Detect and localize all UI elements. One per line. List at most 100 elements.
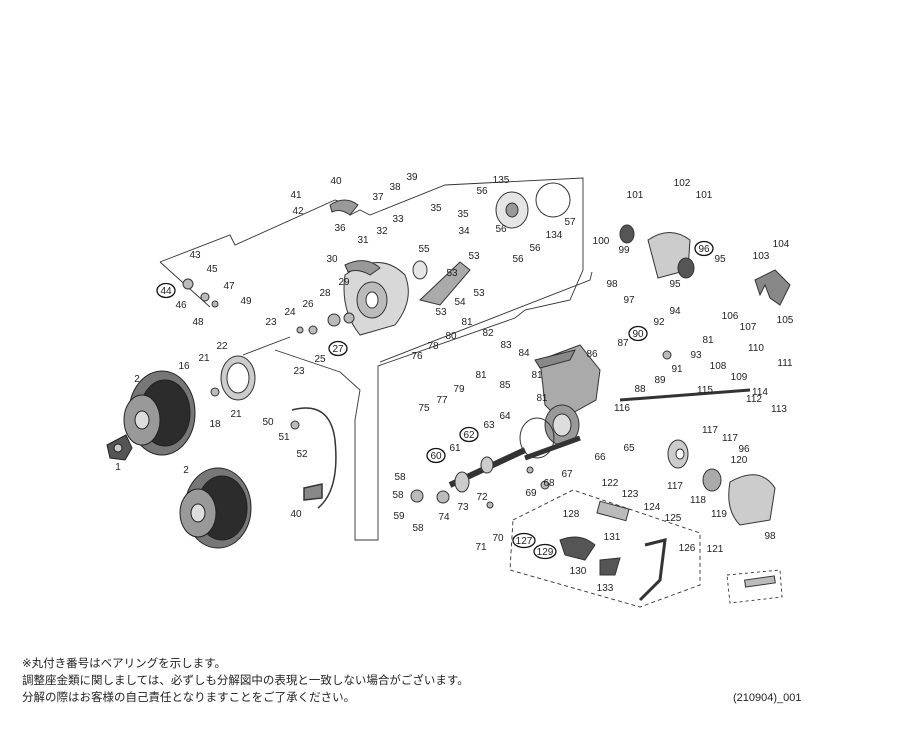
part-number: 53 xyxy=(468,251,480,262)
part-number: 61 xyxy=(449,443,461,454)
part-number: 75 xyxy=(418,403,430,414)
part-number: 1 xyxy=(115,462,121,473)
part-number: 98 xyxy=(764,531,776,542)
part-number: 88 xyxy=(634,384,646,395)
part-number: 18 xyxy=(209,419,221,430)
part-number: 81 xyxy=(461,317,473,328)
handle-lock xyxy=(754,269,791,306)
part-number: 58 xyxy=(412,523,424,534)
part-number: 23 xyxy=(293,366,305,377)
part-number: 46 xyxy=(175,300,187,311)
part-number: 81 xyxy=(702,335,714,346)
part-number: 72 xyxy=(476,492,488,503)
oscillation-worm xyxy=(524,435,581,461)
part-number: 70 xyxy=(492,533,504,544)
rotor xyxy=(343,262,409,336)
part-number: 52 xyxy=(296,449,308,460)
part-number: 59 xyxy=(393,511,405,522)
small-parts xyxy=(182,278,672,509)
note-disassembly: 分解の際はお客様の自己責任となりますことをご了承ください。 xyxy=(22,690,356,704)
diagram-code: (210904)_001 xyxy=(733,692,802,704)
notes: ※丸付き番号はベアリングを示します。 調整座金類に関しましては、必ずしも分解図中… xyxy=(22,655,469,706)
part-number: 38 xyxy=(389,182,401,193)
part-number: 119 xyxy=(711,509,727,520)
part-number: 16 xyxy=(178,361,190,372)
part-number: 86 xyxy=(586,349,598,360)
part-number: 54 xyxy=(454,297,466,308)
part-number: 125 xyxy=(665,513,682,524)
bearing-marker xyxy=(156,282,176,299)
part-number: 128 xyxy=(563,509,580,520)
part-number-labels: 1221618212122232324252627282930313233343… xyxy=(115,172,794,594)
part-number: 29 xyxy=(338,277,350,288)
part-number: 24 xyxy=(284,307,296,318)
part-number: 101 xyxy=(627,190,644,201)
bearing-marker xyxy=(426,447,446,464)
part-number: 25 xyxy=(314,354,326,365)
part-number: 39 xyxy=(406,172,418,183)
part-number: 65 xyxy=(623,443,635,454)
part-number: 76 xyxy=(411,351,423,362)
rotor-nut xyxy=(412,182,571,280)
part-number: 30 xyxy=(326,254,338,265)
part-number: 105 xyxy=(777,315,794,326)
part-number: 53 xyxy=(435,307,447,318)
part-number: 95 xyxy=(714,254,726,265)
part-number: 58 xyxy=(394,472,406,483)
part-number: 131 xyxy=(604,532,621,543)
part-number: 115 xyxy=(697,385,713,396)
part-number: 121 xyxy=(707,544,724,555)
part-number: 126 xyxy=(679,543,696,554)
bearing-part-number: 44 xyxy=(160,286,172,297)
part-number: 83 xyxy=(500,340,512,351)
part-number: 48 xyxy=(192,317,204,328)
part-number: 87 xyxy=(617,338,629,349)
part-number: 28 xyxy=(319,288,331,299)
part-number: 92 xyxy=(653,317,665,328)
part-number: 50 xyxy=(262,417,274,428)
drag-knob xyxy=(106,434,133,461)
part-number: 106 xyxy=(722,311,739,322)
part-number: 95 xyxy=(669,279,681,290)
part-number: 97 xyxy=(623,295,635,306)
part-number: 116 xyxy=(614,403,630,414)
part-number: 35 xyxy=(430,203,442,214)
part-number: 2 xyxy=(183,465,189,476)
part-number: 110 xyxy=(748,343,764,354)
part-number: 67 xyxy=(561,469,573,480)
part-number: 108 xyxy=(710,361,727,372)
part-number: 26 xyxy=(302,299,314,310)
bearing-marker xyxy=(459,426,479,443)
part-number: 81 xyxy=(475,370,487,381)
spool-lower xyxy=(179,467,252,549)
part-number: 78 xyxy=(427,341,439,352)
handle xyxy=(559,500,667,602)
part-number: 98 xyxy=(606,279,618,290)
part-number: 32 xyxy=(376,226,388,237)
part-number: 100 xyxy=(593,236,610,247)
part-number: 56 xyxy=(495,224,507,235)
part-number: 82 xyxy=(482,328,494,339)
part-number: 55 xyxy=(418,244,430,255)
handle-group-outline xyxy=(509,489,701,608)
part-number: 35 xyxy=(457,209,469,220)
part-number: 124 xyxy=(644,502,661,513)
part-number: 81 xyxy=(531,370,543,381)
part-number: 56 xyxy=(476,186,488,197)
part-number: 113 xyxy=(771,404,787,415)
part-number: 101 xyxy=(696,190,713,201)
part-number: 51 xyxy=(278,432,290,443)
part-number: 57 xyxy=(564,217,576,228)
part-number: 117 xyxy=(667,481,683,492)
part-number: 80 xyxy=(445,331,457,342)
bail-wire xyxy=(291,407,337,509)
part-number: 21 xyxy=(198,353,210,364)
part-number: 114 xyxy=(752,387,768,398)
part-number: 49 xyxy=(240,296,252,307)
drive-gear xyxy=(667,439,689,469)
line-roller-arm xyxy=(418,261,471,306)
bearing-part-number: 90 xyxy=(632,329,644,340)
part-number: 56 xyxy=(512,254,524,265)
part-number: 102 xyxy=(674,178,691,189)
